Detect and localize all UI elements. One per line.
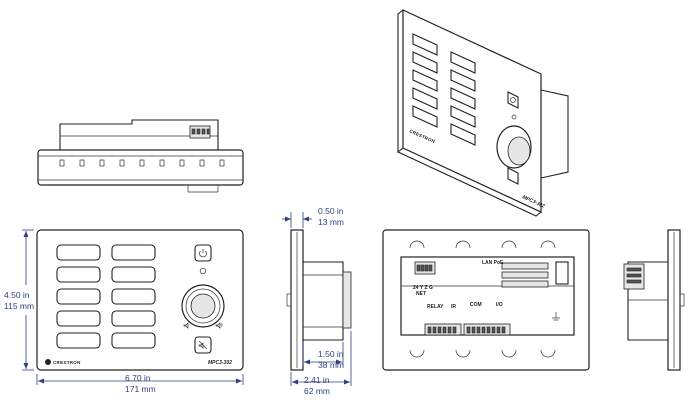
rear-relay-label: RELAY (427, 304, 444, 310)
rear-card-slot-2 (501, 271, 549, 279)
right-side-view (623, 229, 685, 371)
rear-bottom-mounting-tabs (409, 349, 556, 358)
rear-terminal-row (424, 323, 511, 336)
rear-lan-label: LAN PoE (482, 260, 504, 266)
rear-card-slot-3 (501, 280, 549, 288)
body-depth-dimension (302, 342, 344, 366)
face-depth-mm-label: 13 mm (318, 217, 344, 227)
height-in-label: 4.50 in (4, 290, 30, 300)
total-depth-dimension (290, 331, 352, 386)
front-height-dimension (22, 229, 34, 371)
iso-volume-knob (507, 136, 531, 166)
height-mm-label: 115 mm (4, 301, 34, 311)
crestron-logo-icon (45, 359, 51, 365)
side-view (286, 229, 352, 371)
side-back-boss (342, 271, 352, 329)
face-depth-dimension (282, 212, 312, 228)
iso-mute-button (507, 167, 519, 185)
front-width-dimension (36, 374, 244, 385)
front-brand-label: CRESTRON (53, 360, 81, 365)
width-in-label: 6.70 in (125, 373, 151, 383)
right-side-housing (627, 261, 668, 341)
total-depth-mm-label: 62 mm (304, 386, 330, 396)
power-icon (199, 249, 207, 258)
iso-power-icon (510, 97, 516, 103)
rear-view: LAN PoE 24 Y Z G NET RELAY IR COM I/O (382, 229, 590, 371)
front-right-buttons (111, 244, 156, 349)
iso-back-housing (540, 89, 569, 179)
side-housing (303, 261, 344, 341)
face-depth-in-label: 0.50 in (318, 206, 344, 216)
rear-net-pins-label: 24 Y Z G (413, 285, 433, 291)
top-view-faceplate (37, 149, 244, 186)
width-mm-label: 171 mm (125, 384, 156, 394)
rear-net-label: NET (416, 291, 426, 297)
body-depth-mm-label: 38 mm (318, 360, 344, 370)
total-depth-in-label: 2.41 in (304, 375, 330, 385)
right-side-connector-pins (626, 267, 642, 284)
top-view-terminal-pins (191, 128, 210, 135)
front-volume-knob (190, 293, 216, 319)
rear-lan-port (555, 261, 569, 285)
mute-icon (198, 340, 208, 350)
rear-top-mounting-tabs (409, 240, 556, 249)
iso-indicator-led (511, 114, 517, 120)
top-view-tabs (59, 159, 225, 167)
isometric-view: CRESTRON MPC3-302 (397, 9, 569, 217)
body-depth-in-label: 1.50 in (318, 349, 344, 359)
top-view-housing (59, 119, 219, 150)
ground-icon (552, 312, 560, 321)
iso-face-left-edge (397, 9, 404, 154)
front-left-buttons (56, 244, 101, 349)
rear-net-pins (416, 264, 433, 272)
volume-up-icon (215, 322, 223, 329)
iso-right-buttons (450, 51, 476, 146)
volume-down-icon (183, 322, 189, 329)
rear-io-label: I/O (496, 302, 503, 308)
iso-face-bottom-edge (397, 151, 542, 217)
iso-power-button (507, 91, 519, 109)
front-indicator-led (199, 267, 207, 275)
front-model-label: MPC3-302 (208, 360, 232, 366)
rear-com-label: COM (470, 302, 482, 308)
front-volume-ring-inner (185, 288, 221, 324)
side-front-boss (286, 293, 292, 307)
iso-left-buttons (412, 33, 438, 128)
right-side-front-boss (679, 293, 685, 307)
front-view: CRESTRON MPC3-302 (36, 229, 244, 371)
top-view (37, 119, 244, 193)
rear-ir-label: IR (451, 304, 456, 310)
rear-card-slot-1 (501, 262, 549, 270)
